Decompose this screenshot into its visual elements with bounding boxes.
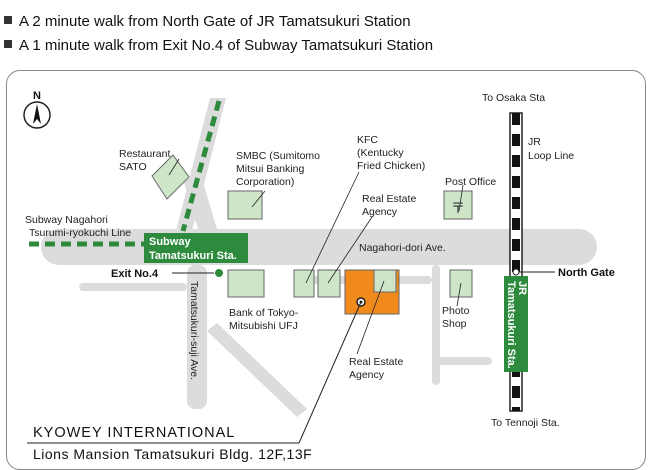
kfc-label-1: KFC — [357, 134, 378, 146]
bank-building — [227, 269, 265, 298]
to-tennoji-label: To Tennoji Sta. — [491, 417, 560, 429]
kfc-label-3: Fried Chicken) — [357, 160, 425, 172]
to-osaka-label: To Osaka Sta — [482, 92, 545, 104]
restaurant-label-2: SATO — [119, 161, 147, 173]
real-estate-1-leader — [327, 216, 373, 284]
photo-shop-street — [432, 265, 440, 385]
real-estate-2-label-1: Real Estate — [349, 356, 403, 368]
real-estate-building-1 — [317, 269, 341, 298]
post-office-icon: 〒 — [451, 201, 465, 217]
company-leader — [298, 301, 362, 444]
nagahori-dori-label: Nagahori-dori Ave. — [359, 242, 446, 254]
tamatsukuri-suji-road — [187, 265, 207, 409]
smbc-label-3: Corporation) — [236, 176, 294, 188]
access-map: Subway Tamatsukuri Sta. JR Tamatsukuri S… — [6, 70, 646, 470]
photo-shop-leader — [456, 282, 462, 307]
real-estate-1-label-1: Real Estate — [362, 193, 416, 205]
real-estate-2-leader — [356, 280, 385, 355]
kfc-label-2: (Kentucky — [357, 147, 404, 159]
north-gate-marker — [512, 268, 520, 276]
lower-diagonal-street — [207, 323, 307, 417]
post-office-building — [443, 190, 473, 220]
exit-no4-label: Exit No.4 — [111, 268, 159, 280]
subway-sign-line-2: Tamatsukuri Sta. — [149, 250, 237, 262]
bank-label-1: Bank of Tokyo- — [229, 307, 299, 319]
bank-label-2: Mitsubishi UFJ — [229, 320, 298, 332]
subway-line-north — [180, 100, 222, 232]
post-office-leader — [458, 184, 464, 212]
subway-station-sign — [144, 233, 248, 263]
real-estate-2-label-2: Agency — [349, 369, 385, 381]
company-name: KYOWEY INTERNATIONAL — [33, 425, 236, 441]
jr-station-sign — [504, 276, 528, 372]
subway-line-label-1: Subway Nagahori — [25, 214, 108, 226]
subway-line-label-2: Tsurumi-ryokuchi Line — [29, 227, 131, 239]
compass-label: N — [33, 90, 41, 102]
restaurant-sato-building — [151, 154, 190, 200]
exit-no4-marker — [214, 268, 224, 278]
company-address: Lions Mansion Tamatsukuri Bldg. 12F,13F — [33, 446, 313, 462]
north-arrow-icon — [33, 104, 41, 124]
photo-shop-label-1: Photo — [442, 305, 470, 317]
smbc-label-1: SMBC (Sumitomo — [236, 150, 320, 162]
smbc-leader — [251, 190, 266, 208]
restaurant-leader — [168, 158, 180, 176]
jr-sign-line-1: JR — [516, 281, 528, 295]
tamatsukuri-suji-label: Tamatsukuri-suji Ave. — [188, 281, 200, 380]
smbc-label-2: Mitsui Banking — [236, 163, 304, 175]
north-gate-label: North Gate — [558, 267, 615, 279]
jr-line-label-1: JR — [528, 136, 541, 148]
access-info: A 2 minute walk from North Gate of JR Ta… — [0, 0, 650, 62]
real-estate-building-2 — [373, 269, 397, 293]
restaurant-label-1: Restaurant — [119, 148, 170, 160]
lower-right-street — [432, 357, 492, 365]
map-canvas: Subway Tamatsukuri Sta. JR Tamatsukuri S… — [23, 90, 615, 444]
real-estate-1-label-2: Agency — [362, 206, 398, 218]
access-subway: A 1 minute walk from Exit No.4 of Subway… — [4, 37, 433, 54]
access-jr: A 2 minute walk from North Gate of JR Ta… — [4, 13, 411, 30]
subway-sign-line-1: Subway — [149, 236, 191, 248]
jr-sign-line-2: Tamatsukuri Sta. — [505, 281, 517, 369]
left-side-street — [79, 283, 187, 291]
photo-shop-label-2: Shop — [442, 318, 467, 330]
kfc-leader — [305, 171, 360, 284]
post-office-label: Post Office — [445, 176, 496, 188]
kfc-building — [293, 269, 315, 298]
jr-line-label-2: Loop Line — [528, 150, 574, 162]
bullet-icon — [4, 16, 12, 24]
smbc-building — [227, 190, 263, 220]
bullet-icon — [4, 40, 12, 48]
